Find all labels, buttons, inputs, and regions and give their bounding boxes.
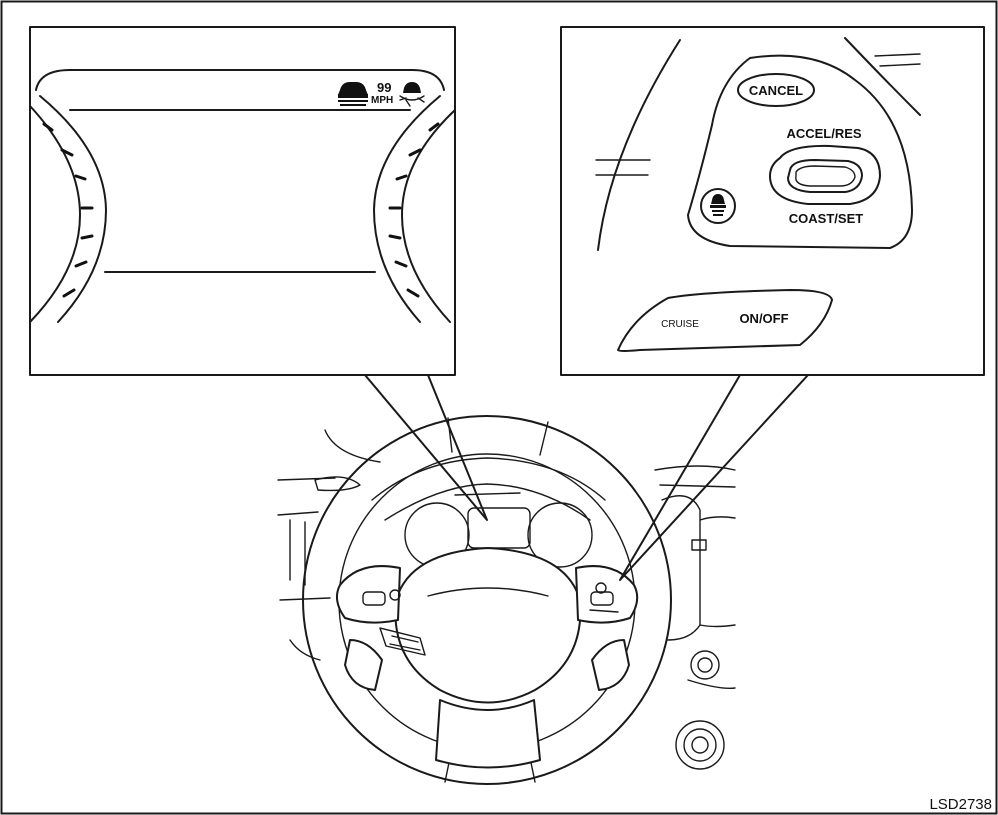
coast-set-label: COAST/SET (789, 211, 863, 226)
steering-hub (394, 547, 582, 704)
callout-leaders (364, 374, 809, 581)
vehicle-ahead-icon (338, 82, 368, 106)
right-gauge-ticks (388, 122, 440, 298)
meter-callout: 99 MPH (29, 26, 456, 376)
cruise-switch-panel (687, 54, 913, 249)
gauge-right (527, 502, 593, 568)
distance-icon (710, 194, 726, 216)
meter-callout-frame (29, 26, 456, 376)
dashboard-lines (277, 429, 736, 690)
cluster-display (467, 507, 531, 549)
figure-id-label: LSD2738 (929, 796, 992, 813)
cancel-button[interactable]: CANCEL (737, 73, 815, 107)
cruise-on-off-button[interactable]: CRUISE ON/OFF (617, 289, 833, 352)
ignition-button (675, 720, 725, 770)
dial-knob (690, 650, 720, 680)
cancel-label: CANCEL (749, 83, 803, 98)
cruise-label: CRUISE (661, 319, 699, 330)
accel-coast-switch[interactable] (769, 144, 881, 205)
left-gauge-ticks (42, 122, 94, 298)
on-off-label: ON/OFF (739, 311, 788, 326)
accel-res-label: ACCEL/RES (786, 126, 861, 141)
set-speed-value: 99 (377, 80, 391, 95)
cruise-status-icon (399, 82, 425, 107)
steering-wheel-illustration (277, 415, 736, 785)
wheel-rim-outer (302, 415, 672, 785)
spoke-left (335, 565, 401, 624)
set-speed-unit: MPH (371, 95, 393, 106)
distance-button[interactable] (700, 188, 736, 224)
switch-callout: CANCEL ACCEL/RES COAST/SET CRUISE O (560, 26, 985, 376)
spoke-right (575, 565, 639, 624)
